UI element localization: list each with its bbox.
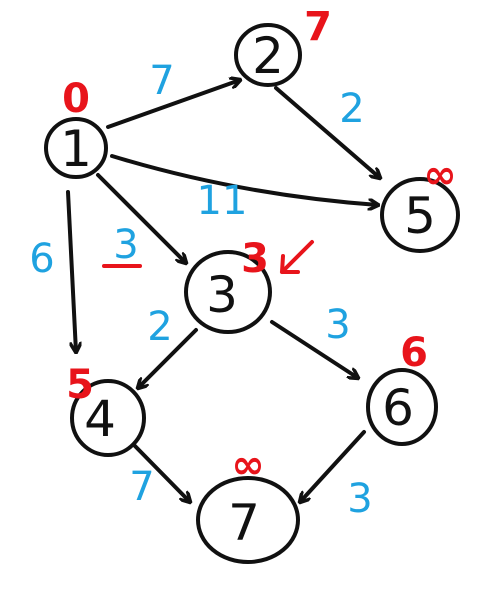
nodes-group: 1 2 3 4 5 6 7: [44, 23, 460, 564]
node-1-label: 1: [60, 120, 92, 178]
node-7: 7: [196, 476, 300, 564]
node-4: 4: [70, 379, 146, 457]
node-4-distance: 5: [66, 362, 94, 408]
edge-1-3: [96, 173, 186, 263]
edge-1-2: [106, 80, 240, 129]
node-3: 3: [184, 250, 272, 334]
node-2: 2: [234, 23, 302, 87]
node-5-distance: ∞: [423, 152, 456, 198]
edge-1-2-weight: 7: [149, 58, 174, 104]
node-3-distance: 3: [241, 236, 269, 282]
node-6-distance: 6: [400, 330, 428, 376]
node-5: 5: [380, 177, 460, 253]
node-6: 6: [366, 368, 438, 446]
edge-3-4-weight: 2: [147, 304, 172, 350]
edge-3-6-weight: 3: [325, 302, 350, 348]
weights-group: 7 11 3 6 2 2 3 7 3: [29, 58, 372, 522]
edge-1-3-weight: 3: [113, 222, 138, 268]
edge-1-4: [66, 190, 76, 352]
node-2-distance: 7: [304, 4, 332, 50]
edge-3-4: [138, 328, 198, 388]
edge-4-7-weight: 7: [129, 464, 154, 510]
edge-4-7: [132, 443, 190, 502]
node-7-distance: ∞: [231, 442, 264, 488]
edge-6-7: [300, 430, 366, 502]
node-1-distance: 0: [62, 76, 90, 122]
node-3-label: 3: [206, 266, 238, 324]
node-1: 1: [44, 117, 108, 179]
edge-1-4-weight: 6: [29, 236, 54, 282]
edges-group: [66, 80, 380, 502]
edge-1-5-weight: 11: [197, 178, 248, 224]
node-5-label: 5: [404, 187, 436, 245]
distances-group: 0 7 3 5 ∞ 6 ∞: [62, 4, 457, 488]
node-7-label: 7: [228, 494, 260, 552]
edge-1-5: [110, 154, 378, 205]
node-6-label: 6: [382, 379, 414, 437]
edge-6-7-weight: 3: [347, 476, 372, 522]
node-2-label: 2: [252, 27, 284, 85]
node-4-label: 4: [84, 390, 116, 448]
edge-2-5-weight: 2: [339, 86, 364, 132]
edge-2-5: [274, 86, 380, 178]
edge-3-6: [270, 320, 358, 378]
annotation-arrow: [280, 240, 314, 274]
